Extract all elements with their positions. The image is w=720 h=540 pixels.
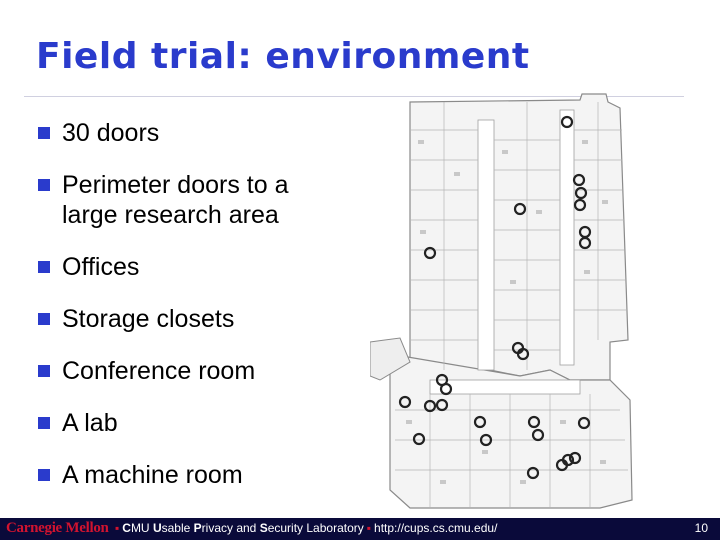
bullet-text: A machine room [62, 461, 243, 489]
square-bullet-icon [38, 365, 50, 377]
square-bullet-icon [38, 417, 50, 429]
bullet-text: Storage closets [62, 305, 235, 333]
slide-title: Field trial: environment [36, 36, 530, 77]
square-bullet-icon [38, 127, 50, 139]
footer-bar: Carnegie Mellon ▪CMU Usable Privacy and … [0, 518, 720, 540]
bullet-text: 30 doors [62, 119, 160, 147]
bullet-item: Offices [38, 252, 289, 282]
cmu-logo: Carnegie Mellon [6, 520, 109, 536]
bullet-text: Offices [62, 253, 140, 281]
footer-lab-info: ▪CMU Usable Privacy and Security Laborat… [115, 521, 498, 535]
floor-plan-image [370, 93, 633, 509]
bullet-text: Conference room [62, 357, 256, 385]
bullet-item: 30 doors [38, 118, 289, 148]
footer-url[interactable]: http://cups.cs.cmu.edu/ [374, 521, 498, 535]
bullet-text: Perimeter doors to a large research area [62, 171, 289, 229]
bullet-item: Storage closets [38, 304, 289, 334]
bullet-list: 30 doors Perimeter doors to a large rese… [38, 118, 289, 512]
bullet-text: A lab [62, 409, 118, 437]
title-divider [24, 96, 684, 97]
bullet-item: Conference room [38, 356, 289, 386]
bullet-item: Perimeter doors to a large research area [38, 170, 289, 230]
square-bullet-icon [38, 179, 50, 191]
bullet-item: A machine room [38, 460, 289, 490]
square-bullet-icon [38, 261, 50, 273]
square-bullet-icon [38, 469, 50, 481]
page-number: 10 [694, 521, 708, 535]
bullet-item: A lab [38, 408, 289, 438]
square-bullet-icon [38, 313, 50, 325]
